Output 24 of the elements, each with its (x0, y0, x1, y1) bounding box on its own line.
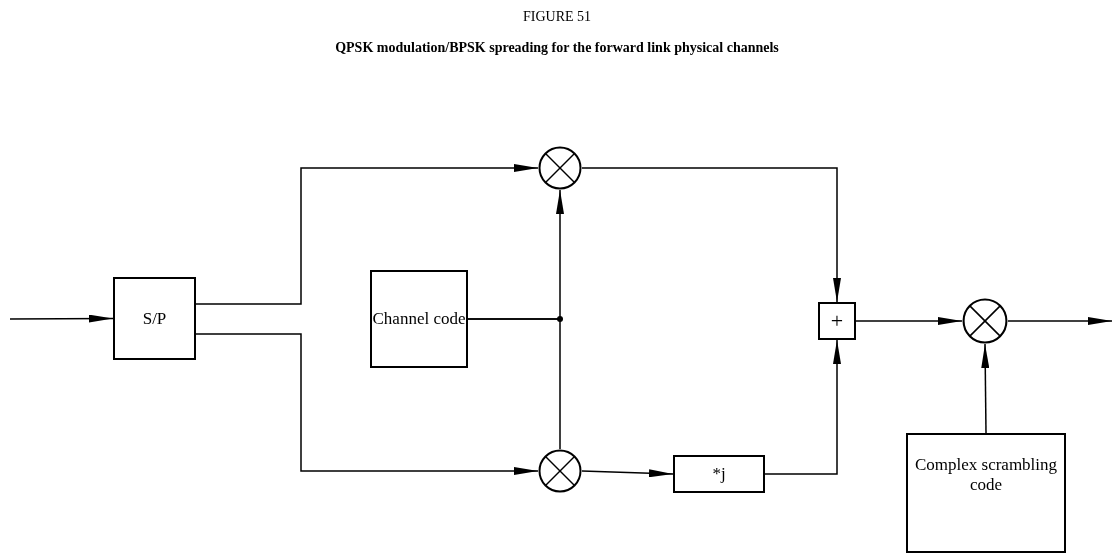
arrow (1007, 317, 1113, 325)
block-box (370, 270, 468, 368)
block-label: Channel code (372, 309, 466, 329)
arrow (9, 314, 114, 323)
multiplier-circle (538, 449, 582, 493)
arrow (581, 469, 674, 478)
multiplier-circle (962, 298, 1008, 344)
multiplier-circle (538, 146, 582, 190)
figure-title: QPSK modulation/BPSK spreading for the forward link physical channels (335, 39, 779, 57)
block-box (818, 302, 856, 340)
block-box (906, 433, 1066, 553)
block-label: + (830, 308, 844, 334)
arrow (981, 343, 990, 434)
arrow (764, 339, 841, 475)
block-label: S/P (142, 308, 167, 329)
figure-number: FIGURE 51 (522, 8, 592, 26)
block-label: *j (712, 464, 726, 484)
block-label: Complex scrambling code (913, 455, 1059, 495)
arrow (195, 164, 539, 305)
block-box (113, 277, 196, 360)
arrow (195, 333, 539, 475)
arrow (581, 167, 841, 303)
arrow (855, 317, 963, 325)
block-box (673, 455, 765, 493)
